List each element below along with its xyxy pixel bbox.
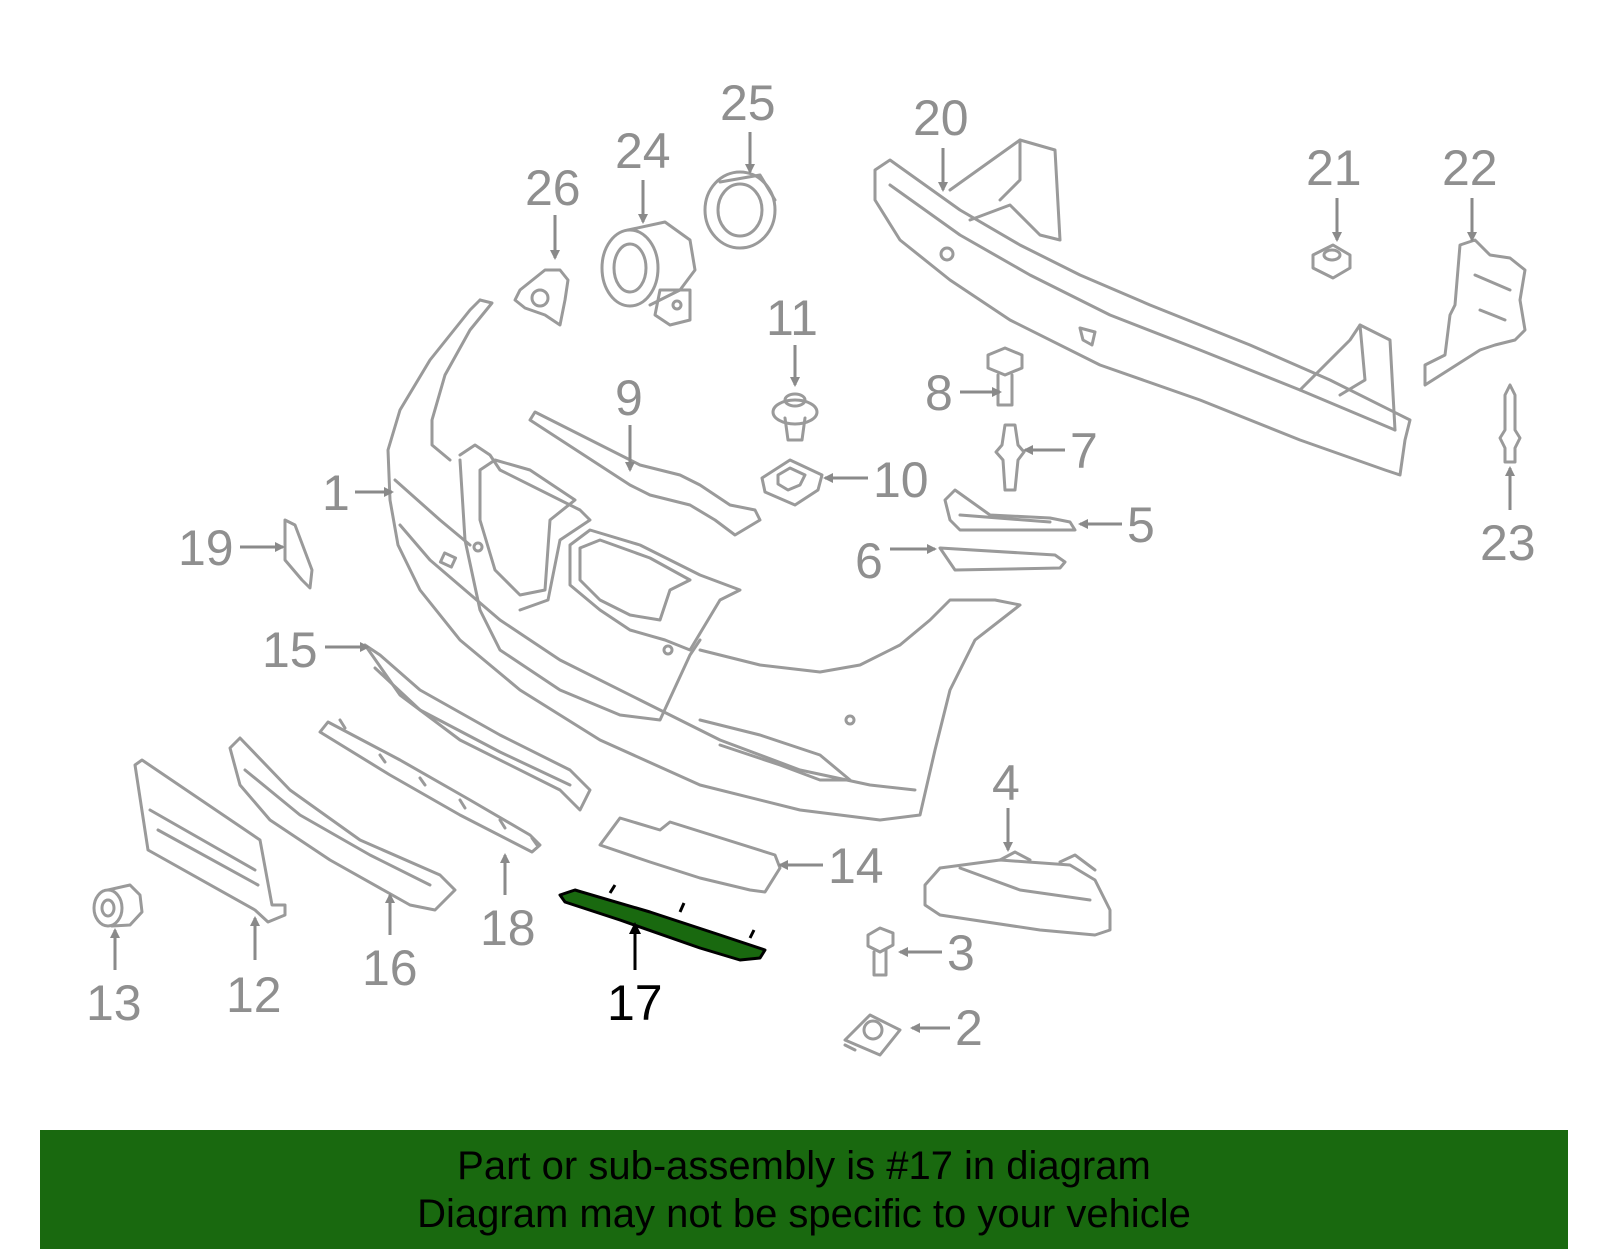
banner-line-2: Diagram may not be specific to your vehi… [417, 1192, 1191, 1236]
part-2-clip-nut [843, 1013, 902, 1057]
part-15-lower-grille [363, 643, 592, 812]
part-19-reflector [283, 518, 314, 590]
callout-26: 26 [525, 160, 581, 216]
callout-2: 2 [955, 1000, 983, 1056]
part-1-bumper-cover [386, 298, 1022, 822]
part-17-moulding-highlighted [558, 884, 767, 962]
callout-16: 16 [362, 940, 418, 996]
part-18-strip [318, 718, 542, 854]
info-banner: Part or sub-assembly is #17 in diagram D… [40, 1130, 1568, 1249]
part-10-clip [760, 458, 824, 507]
callout-23: 23 [1480, 515, 1536, 571]
part-3-bolt [866, 926, 895, 977]
callout-13: 13 [86, 975, 142, 1031]
part-21-nut [1311, 243, 1352, 280]
callout-14: 14 [828, 838, 884, 894]
part-25-sensor-ring [703, 170, 777, 250]
part-14-grille-insert [598, 816, 782, 894]
callout-25: 25 [720, 75, 776, 131]
callout-15: 15 [262, 622, 318, 678]
parts-diagram: 1 2 3 4 5 6 7 8 9 10 11 12 13 14 15 16 1… [86, 75, 1536, 1057]
part-4-fog-lamp [923, 850, 1112, 937]
callout-5: 5 [1127, 497, 1155, 553]
callout-17: 17 [607, 975, 663, 1031]
part-8-bolt [986, 346, 1024, 407]
callout-9: 9 [615, 370, 643, 426]
part-9-strip [528, 410, 762, 537]
callout-1: 1 [322, 465, 350, 521]
callout-6: 6 [855, 533, 883, 589]
callout-22: 22 [1442, 140, 1498, 196]
part-12-plate-bracket [133, 758, 287, 924]
part-5-bracket [943, 488, 1077, 532]
part-24-sensor [600, 220, 697, 327]
part-26-sensor-holder [513, 268, 570, 327]
callout-24: 24 [615, 123, 671, 179]
part-11-push-clip [771, 392, 819, 442]
part-13-grommet [92, 883, 144, 928]
part-20-impact-beam [873, 138, 1412, 477]
callout-3: 3 [947, 925, 975, 981]
banner-line-1: Part or sub-assembly is #17 in diagram [457, 1144, 1151, 1188]
callout-12: 12 [226, 967, 282, 1023]
callout-7: 7 [1070, 423, 1098, 479]
part-6-bracket [938, 546, 1067, 572]
callout-20: 20 [913, 90, 969, 146]
part-16-lower-trim [228, 736, 457, 912]
part-22-bracket [1423, 238, 1527, 387]
callout-labels: 1 2 3 4 5 6 7 8 9 10 11 12 13 14 15 16 1… [86, 75, 1536, 1056]
callout-arrows [110, 132, 1515, 1033]
callout-21: 21 [1306, 140, 1362, 196]
callout-8: 8 [925, 365, 953, 421]
callout-4: 4 [992, 755, 1020, 811]
part-23-clip [1498, 383, 1522, 464]
callout-19: 19 [178, 520, 234, 576]
part-7-clip [994, 423, 1026, 492]
callout-11: 11 [766, 290, 818, 346]
callout-10: 10 [873, 452, 929, 508]
callout-18: 18 [480, 900, 536, 956]
